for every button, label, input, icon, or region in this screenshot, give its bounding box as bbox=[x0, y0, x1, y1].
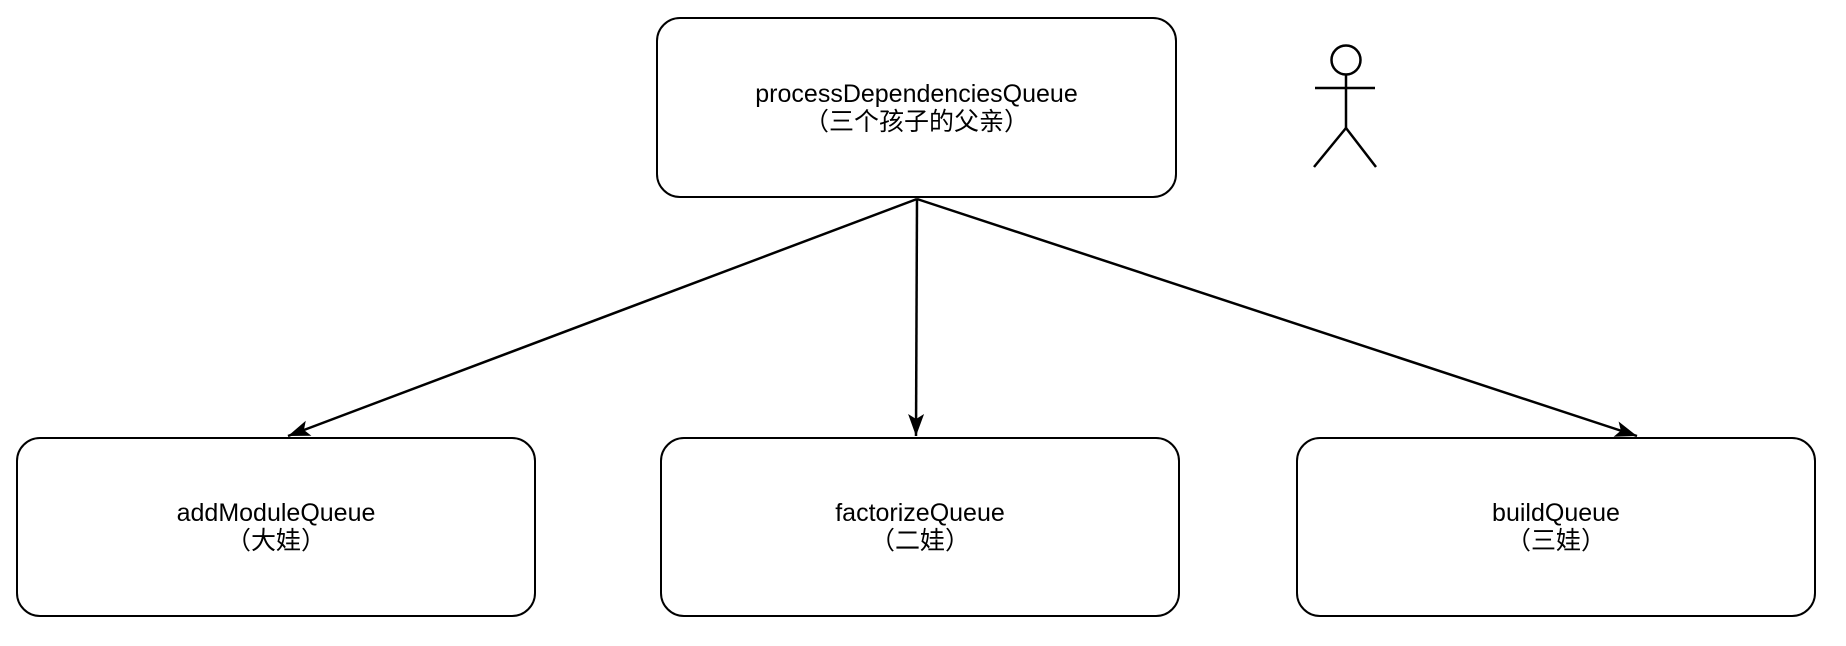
node-factorize-queue: factorizeQueue （二娃） bbox=[660, 437, 1180, 617]
node-build-queue: buildQueue （三娃） bbox=[1296, 437, 1816, 617]
node-subtitle: （大娃） bbox=[225, 527, 326, 555]
edge-parent-to-factorizeQueue bbox=[908, 198, 925, 437]
node-subtitle: （二娃） bbox=[869, 527, 970, 555]
edge-parent-to-buildQueue bbox=[916, 197, 1638, 438]
edge-parent-to-addModuleQueue bbox=[287, 197, 918, 438]
actor-head bbox=[1330, 44, 1362, 76]
node-title: addModuleQueue bbox=[176, 499, 376, 527]
actor-left-leg bbox=[1313, 127, 1347, 168]
node-title: processDependenciesQueue bbox=[755, 79, 1078, 108]
node-subtitle: （三娃） bbox=[1505, 527, 1606, 555]
actor-right-leg bbox=[1345, 127, 1377, 168]
node-subtitle: （三个孩子的父亲） bbox=[803, 107, 1029, 136]
node-add-module-queue: addModuleQueue （大娃） bbox=[16, 437, 536, 617]
node-title: factorizeQueue bbox=[835, 499, 1005, 527]
node-title: buildQueue bbox=[1492, 499, 1620, 527]
node-process-dependencies-queue: processDependenciesQueue （三个孩子的父亲） bbox=[656, 17, 1177, 198]
actor-icon bbox=[1313, 44, 1377, 168]
